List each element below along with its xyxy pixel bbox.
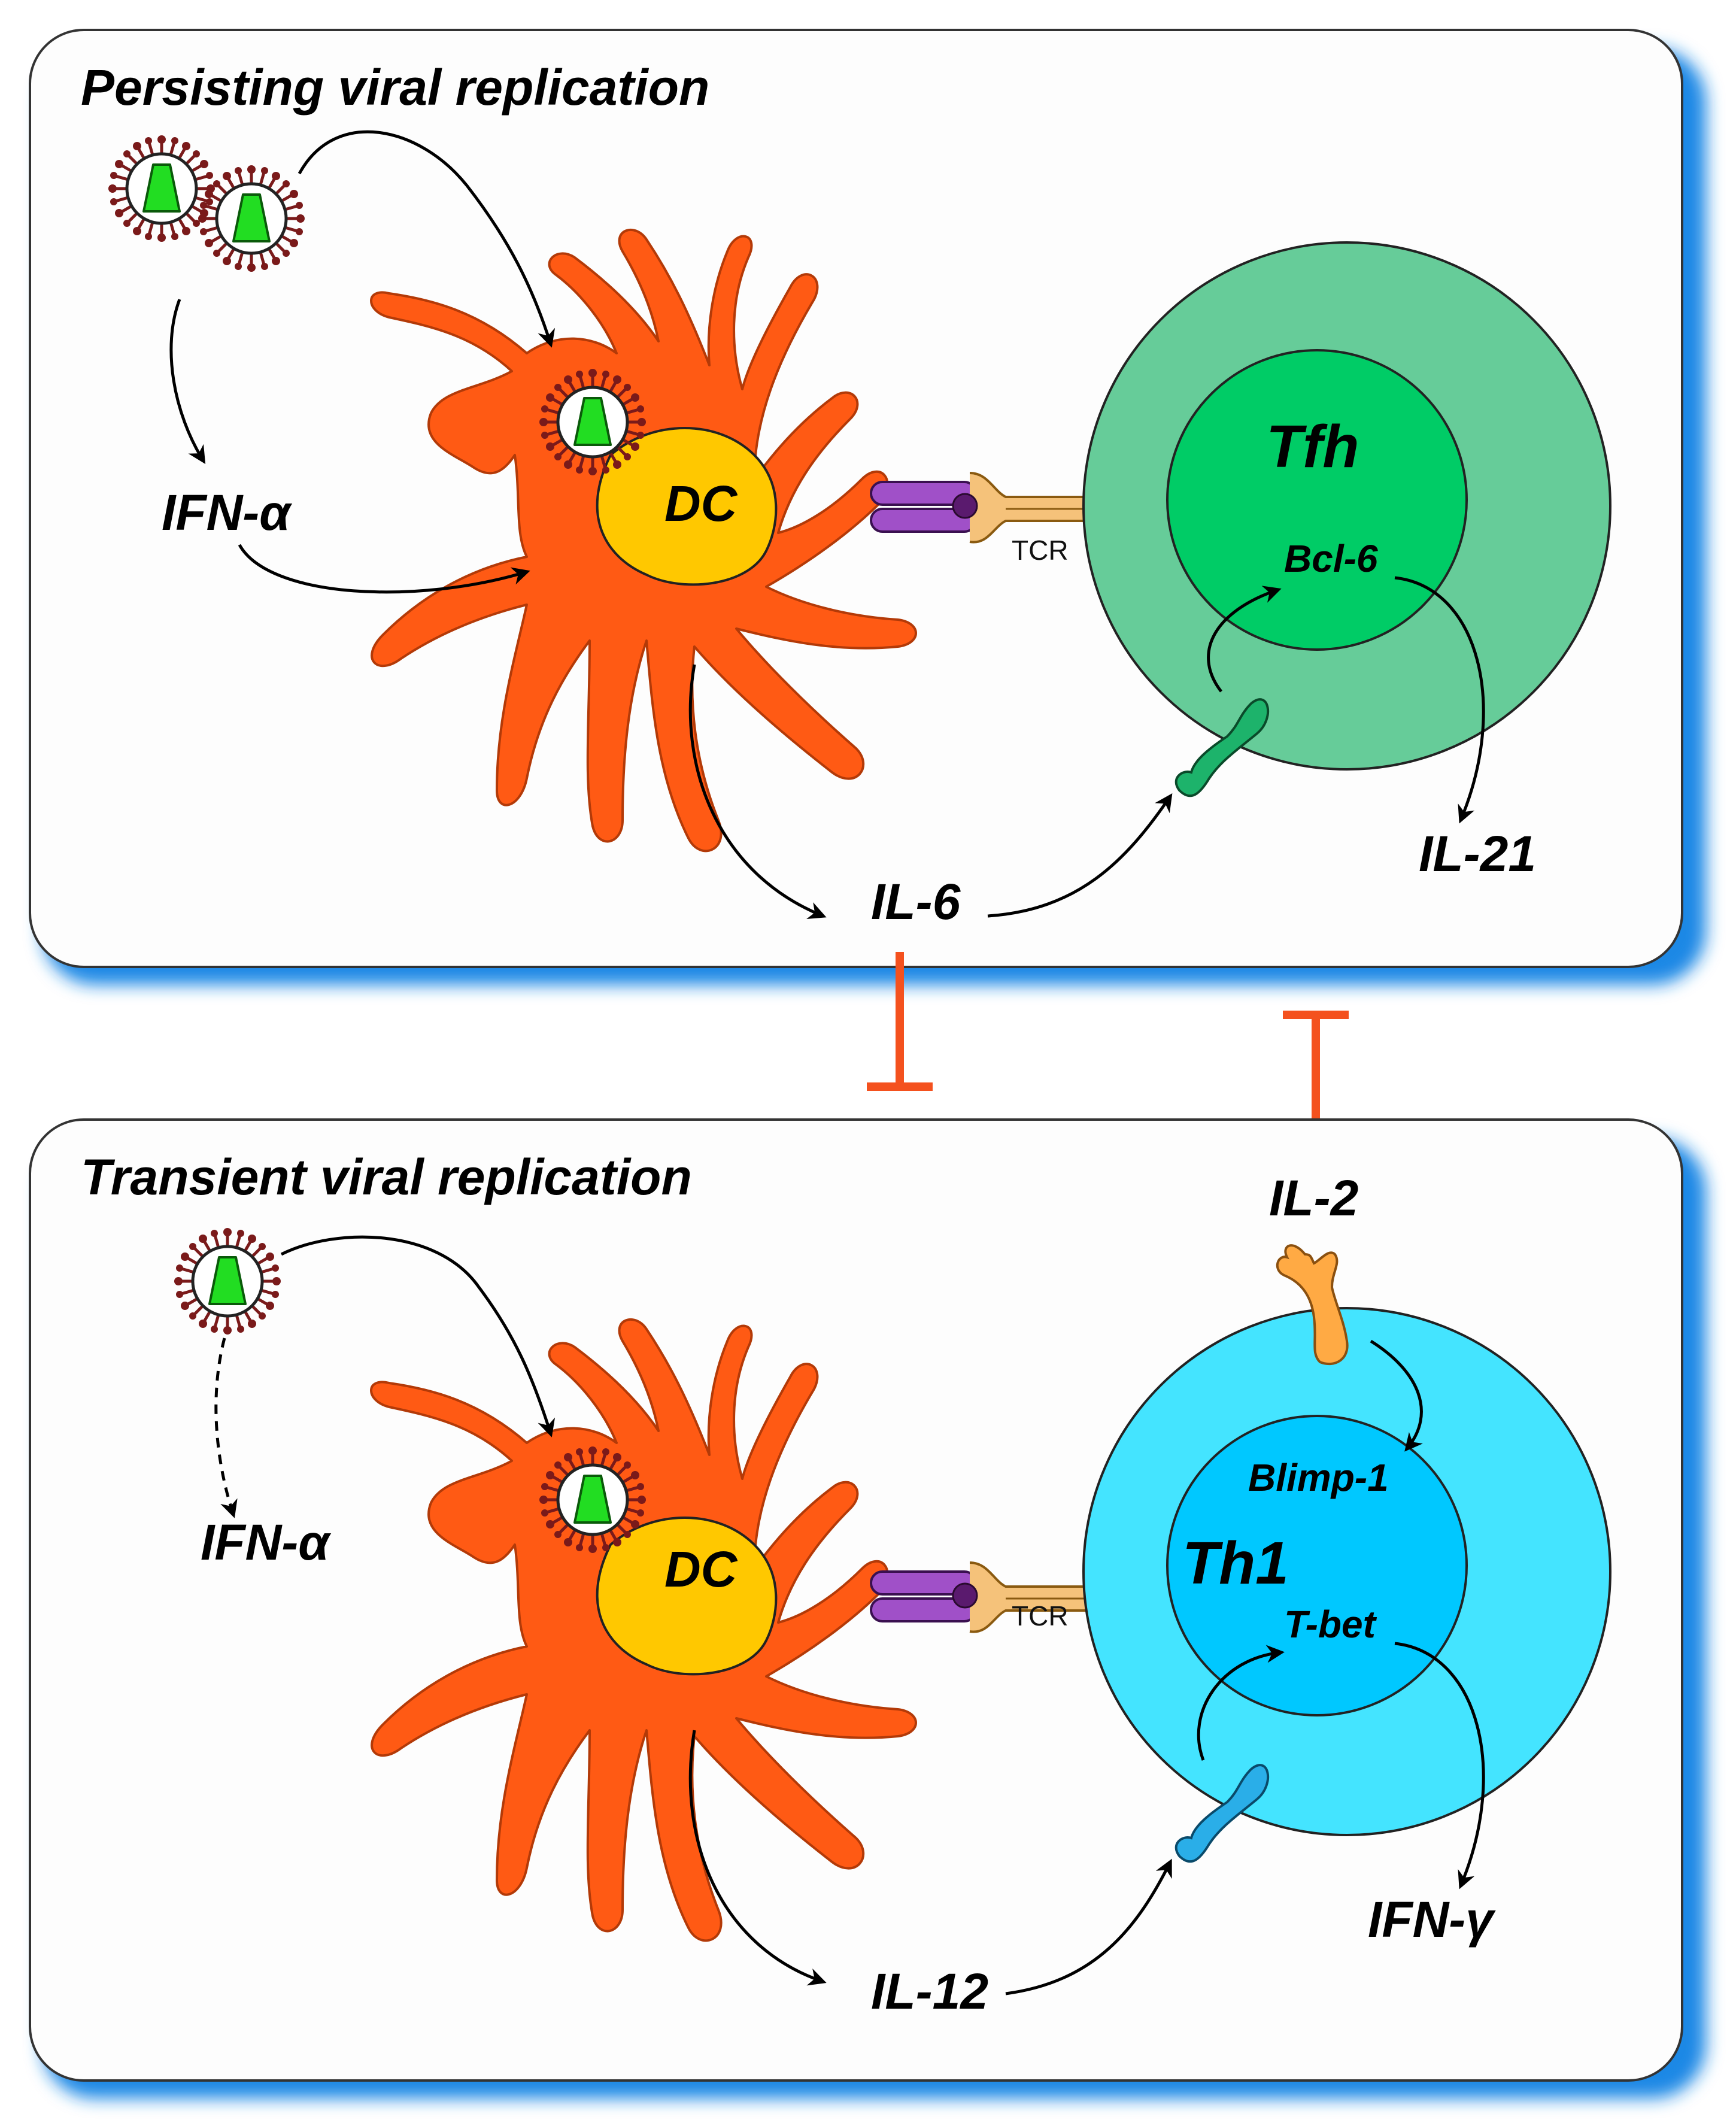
tcr-label-bottom: TCR [1012,1600,1069,1631]
il12-label: IL-12 [871,1963,988,2019]
il21-label: IL-21 [1419,826,1536,882]
arrow-virus-to-dc-bottom [280,1235,556,1437]
arrow-il12-to-receptor [1005,1858,1172,1995]
tfh-cell-nucleus [1166,349,1468,651]
arrow-receptor-to-tbet [1197,1645,1285,1761]
tfh-label: Tfh [1266,413,1359,480]
il2-label: IL-2 [1269,1170,1358,1226]
arrow-virus-to-ifn [169,299,206,465]
arrow-il2r-to-blimp1 [1370,1339,1423,1452]
arrow-receptor-to-bcl6 [1207,586,1282,693]
tbet-label: T-bet [1284,1603,1377,1646]
th1-cell-nucleus [1166,1415,1468,1716]
il6-receptor [1174,698,1270,797]
tcr-label: TCR [1012,535,1069,566]
bcl6-label: Bcl-6 [1284,537,1378,580]
il12-receptor [1174,1764,1270,1863]
dc-label-bottom: DC [664,1541,738,1597]
arrow-dc-to-il6 [688,664,827,919]
top-panel-title: Persisting viral replication [81,59,709,116]
arrow-virus-to-dc [298,130,556,348]
th1-label: Th1 [1182,1530,1289,1597]
il6-label: IL-6 [871,874,961,930]
inhibition-il6 [867,952,933,1091]
bottom-panel-title: Transient viral replication [81,1149,692,1205]
ifn-alpha-label-bottom: IFN-α [201,1514,331,1570]
arrow-tbet-to-ifng [1394,1642,1485,1890]
ifn-gamma-label: IFN-γ [1368,1891,1496,1948]
dc-label: DC [664,475,738,532]
arrow-il6-to-receptor [987,793,1173,918]
arrow-ifn-to-dc [238,544,530,594]
blimp1-label: Blimp-1 [1248,1456,1389,1499]
ifn-alpha-label: IFN-α [162,484,292,541]
il2-receptor [1276,1244,1349,1366]
arrow-virus-to-ifn-bottom [214,1338,238,1518]
arrow-dc-to-il12 [688,1730,827,1986]
arrow-bcl6-to-il21 [1394,576,1485,824]
